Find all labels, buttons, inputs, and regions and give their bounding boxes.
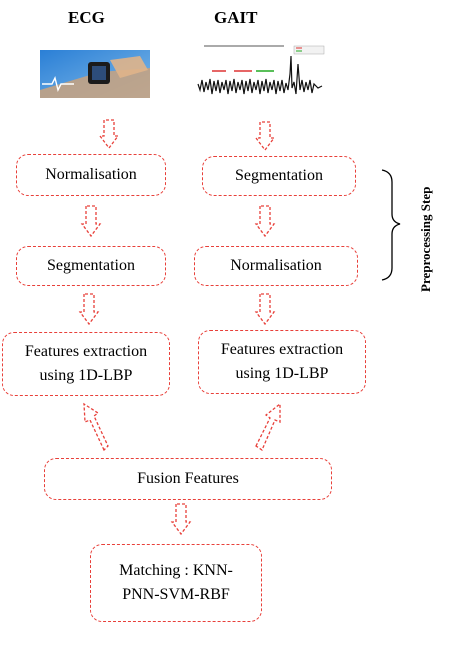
gait-signal-plot-icon (194, 44, 328, 100)
gait-normalisation-box: Normalisation (194, 246, 358, 286)
arrow-down-ecg-3 (78, 293, 100, 326)
arrow-up-gait-fusion (255, 402, 281, 451)
arrow-up-ecg-fusion (83, 402, 109, 452)
ecg-features-line2: using 1D-LBP (39, 367, 133, 384)
gait-segmentation-box: Segmentation (202, 156, 356, 196)
matching-box: Matching : KNN- PNN-SVM-RBF (90, 544, 262, 622)
fusion-features-box: Fusion Features (44, 458, 332, 500)
ecg-normalisation-box: Normalisation (16, 154, 166, 196)
ecg-title: ECG (68, 8, 105, 27)
preprocessing-brace (381, 169, 401, 281)
preprocessing-step-label: Preprocessing Step (418, 186, 433, 292)
gait-features-line2: using 1D-LBP (235, 365, 329, 382)
ecg-segmentation-label: Segmentation (47, 257, 135, 274)
gait-segmentation-label: Segmentation (235, 167, 323, 184)
arrow-down-matching (170, 503, 192, 536)
gait-title: GAIT (214, 8, 258, 27)
arrow-down-gait-3 (254, 293, 276, 326)
fusion-features-label: Fusion Features (137, 470, 239, 487)
gait-features-extraction-box: Features extraction using 1D-LBP (198, 330, 366, 394)
ecg-segmentation-box: Segmentation (16, 246, 166, 286)
arrow-down-gait-1 (254, 121, 276, 152)
gait-normalisation-label: Normalisation (230, 257, 322, 274)
gait-features-line1: Features extraction (220, 341, 344, 358)
ecg-features-line1: Features extraction (24, 343, 148, 360)
ecg-normalisation-label: Normalisation (45, 166, 137, 183)
arrow-down-ecg-1 (98, 119, 120, 150)
ecg-smartwatch-photo-icon (40, 50, 150, 98)
matching-line2: PNN-SVM-RBF (122, 586, 230, 603)
matching-line1: Matching : KNN- (119, 562, 233, 579)
arrow-down-ecg-2 (80, 205, 102, 238)
ecg-features-extraction-box: Features extraction using 1D-LBP (2, 332, 170, 396)
arrow-down-gait-2 (254, 205, 276, 238)
